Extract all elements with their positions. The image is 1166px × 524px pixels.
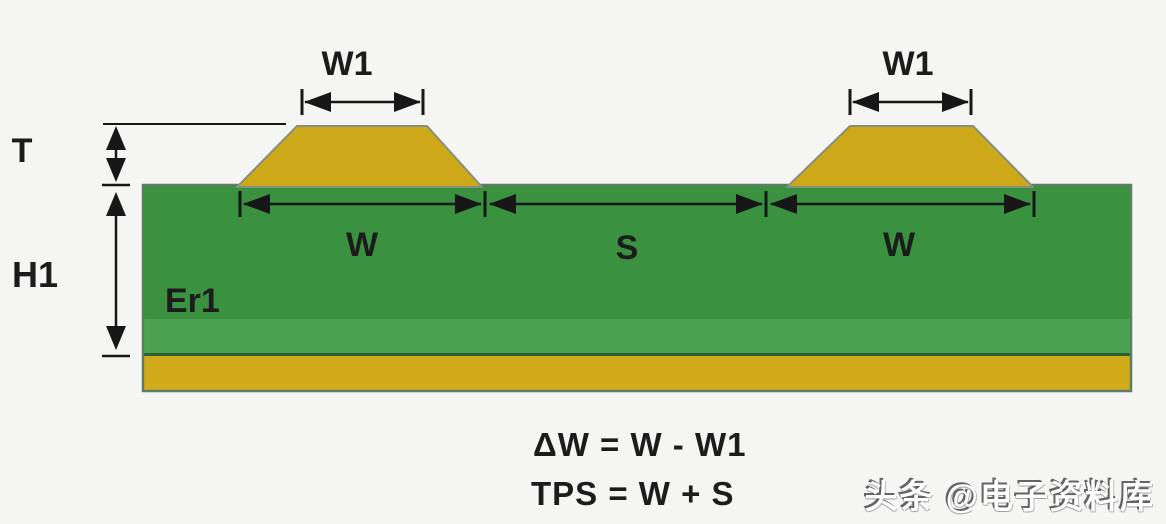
w-left-label: W <box>346 226 379 264</box>
w1-right-label: W1 <box>883 45 934 83</box>
spacing-label: S <box>616 229 639 267</box>
w1-left-label: W1 <box>322 45 373 83</box>
height-dimension <box>102 192 130 358</box>
dielectric-lower-band <box>144 319 1130 353</box>
thickness-label: T <box>12 132 33 170</box>
arrowhead-left <box>243 194 270 214</box>
formula-tps: TPS = W + S <box>531 475 735 512</box>
arrowhead-left <box>304 92 331 112</box>
w-left-dimension <box>238 191 487 217</box>
layer-divider-line <box>144 353 1130 356</box>
spacing-dimension <box>489 191 768 217</box>
arrowhead-up <box>106 126 126 150</box>
arrowhead-right <box>1004 194 1031 214</box>
arrowhead-right <box>942 92 969 112</box>
substrate-stack <box>141 183 1133 393</box>
arrowhead-right <box>455 194 482 214</box>
dielectric-label: Er1 <box>165 282 220 320</box>
w1-right-dimension <box>848 89 973 115</box>
dielectric-layer <box>144 186 1130 319</box>
formula-delta-w: ΔW = W - W1 <box>533 426 746 463</box>
arrowhead-up <box>106 192 126 216</box>
watermark-text: 头条 @电子资料库 <box>864 478 1155 515</box>
arrowhead-left <box>489 194 516 214</box>
arrowhead-right <box>736 194 763 214</box>
arrowhead-down <box>106 326 126 350</box>
arrowhead-right <box>394 92 421 112</box>
arrowhead-left <box>852 92 879 112</box>
height-label: H1 <box>12 254 58 295</box>
w-right-label: W <box>883 226 916 264</box>
arrowhead-left <box>770 194 797 214</box>
w1-left-dimension <box>300 89 425 115</box>
substrate-outline <box>141 183 1133 393</box>
right-trace-trapezoid <box>786 125 1034 188</box>
arrowhead-down <box>106 158 126 182</box>
w-right-dimension <box>770 191 1036 217</box>
thickness-dimension <box>102 123 286 187</box>
left-trace-trapezoid <box>236 125 483 188</box>
ground-plane-layer <box>144 356 1130 390</box>
